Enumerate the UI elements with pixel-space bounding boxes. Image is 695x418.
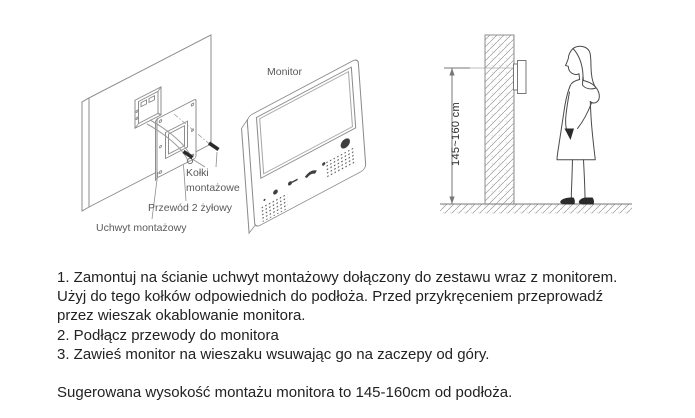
adjust-icon [322,162,326,166]
person-shoulder-sleeve [569,79,600,104]
instruction-line-3: przez wieszak okablowanie monitora. [57,307,306,325]
person-shoe-front [560,197,575,205]
person-hair [572,45,597,90]
person-shoe-back [578,197,594,205]
terminal-block [148,94,155,104]
screw-hole [190,102,195,107]
instruction-line-1: 1. Zamontuj na ścianie uchwyt montażowy … [57,269,618,286]
person-dress [556,85,596,161]
wall-bracket-diagram [81,34,220,220]
cable-label: Przewód 2 żyłowy [148,202,233,214]
monitor-side-view [517,60,527,94]
person-hands-item [564,128,574,140]
wall-side-face [81,97,90,212]
mounting-height-dimension: 145~160 cm [450,102,462,166]
installation-instructions: 1. Zamontuj na ścianie uchwyt montażowy … [57,268,693,402]
monitor-screen-bezel [255,66,357,180]
illustration-canvas [81,34,632,235]
speaker-grille-right [325,147,356,179]
instruction-step-3: 3. Zawieś monitor na wieszaku wsuwając g… [57,345,490,363]
handset-talk-icon [304,170,317,179]
alignment-dash-line [173,113,213,147]
wall-plugs-label: Kołki montażowe [186,167,240,194]
menu-icon [273,189,278,195]
cable-connector [186,157,194,165]
person-arm-front [565,91,570,132]
person-legs [570,159,586,199]
screw-hole [159,144,162,149]
key-unlock-icon [288,178,298,186]
monitor-screen [259,70,353,175]
wall-plug-icon [182,150,194,159]
person-arm-back [577,102,592,129]
wall-plug-icon [207,141,220,151]
instruction-line-2: Użyj do tego kołków odpowiednich do podł… [57,288,604,306]
person-face [565,48,580,75]
illustration-section: Monitor Kołki montażowe Przewód 2 żyłowy… [81,34,632,235]
power-button-icon [340,138,350,149]
terminal-block [140,99,147,108]
screw-hole [158,119,163,124]
monitor-label: Monitor [267,66,303,78]
installation-height-diagram [440,34,632,214]
speaker-grille-left [259,192,289,223]
flush-mount-box [134,86,162,130]
bracket-label: Uchwyt montażowy [96,222,187,234]
screw-hole [158,170,163,175]
dimension-arrow-up [449,68,455,76]
wall-section [484,34,515,205]
led-indicator-icon [263,198,266,201]
monitor-bracket-side-view [513,63,518,91]
person-figure [556,45,600,205]
mounting-height-note: Sugerowana wysokość montażu monitora to … [57,384,513,402]
person-neck [578,73,584,81]
floor-hatch [440,204,632,214]
monitor-diagram [241,59,367,235]
leader-lines [151,151,218,220]
dimension-arrow-down [449,196,455,204]
instruction-step-2: 2. Podłącz przewody do monitora [57,326,279,344]
